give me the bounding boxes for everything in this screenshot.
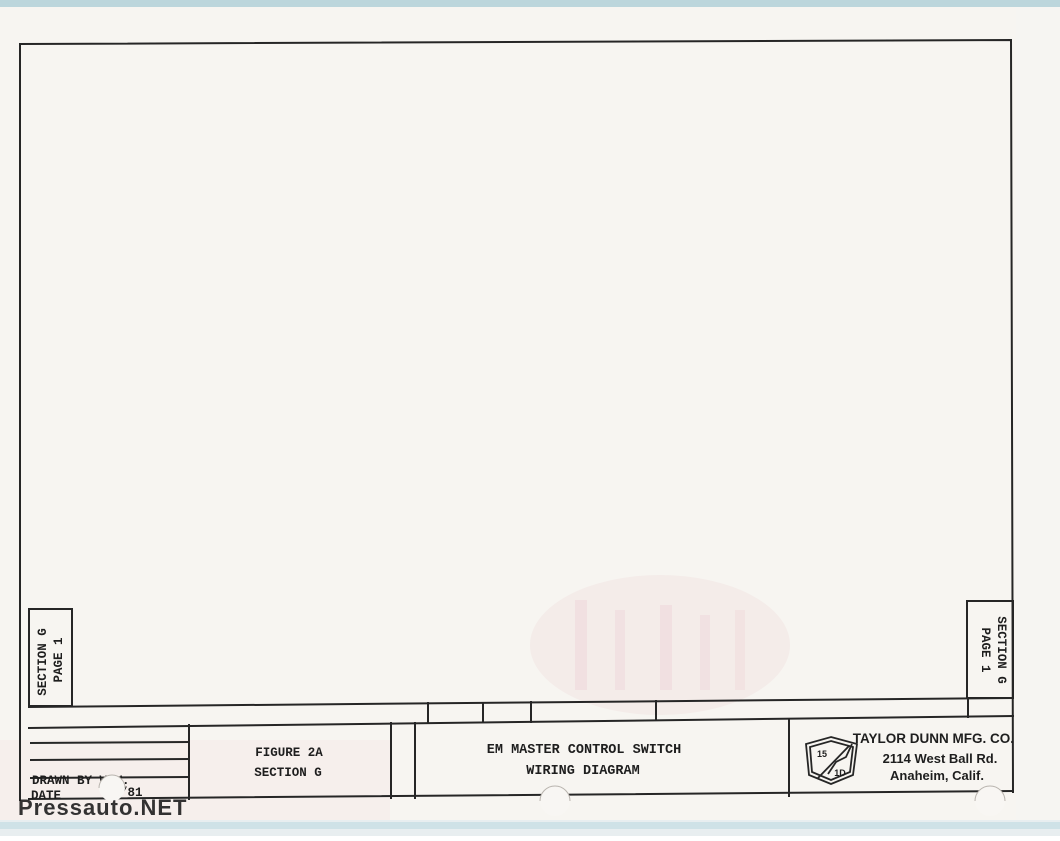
svg-text:PAGE 1: PAGE 1: [52, 637, 66, 682]
svg-text:FIGURE 2A: FIGURE 2A: [255, 746, 323, 760]
svg-text:WIRING DIAGRAM: WIRING DIAGRAM: [526, 764, 639, 779]
svg-text:SECTION G: SECTION G: [994, 616, 1008, 684]
svg-text:1D: 1D: [834, 768, 846, 778]
svg-text:SECTION G: SECTION G: [36, 628, 50, 696]
svg-text:EM MASTER CONTROL SWITCH: EM MASTER CONTROL SWITCH: [487, 743, 681, 758]
svg-text:SECTION G: SECTION G: [254, 766, 322, 780]
svg-text:2114 West Ball Rd.: 2114 West Ball Rd.: [883, 751, 998, 766]
svg-text:TAYLOR DUNN MFG. CO.: TAYLOR DUNN MFG. CO.: [853, 731, 1014, 746]
svg-text:DATE: DATE: [31, 789, 61, 803]
svg-text:/81: /81: [120, 786, 143, 800]
svg-text:15: 15: [817, 749, 827, 759]
svg-text:Anaheim, Calif.: Anaheim, Calif.: [890, 768, 984, 783]
svg-text:PAGE 1: PAGE 1: [978, 627, 992, 672]
svg-text:Pressauto.NET: Pressauto.NET: [18, 795, 188, 820]
